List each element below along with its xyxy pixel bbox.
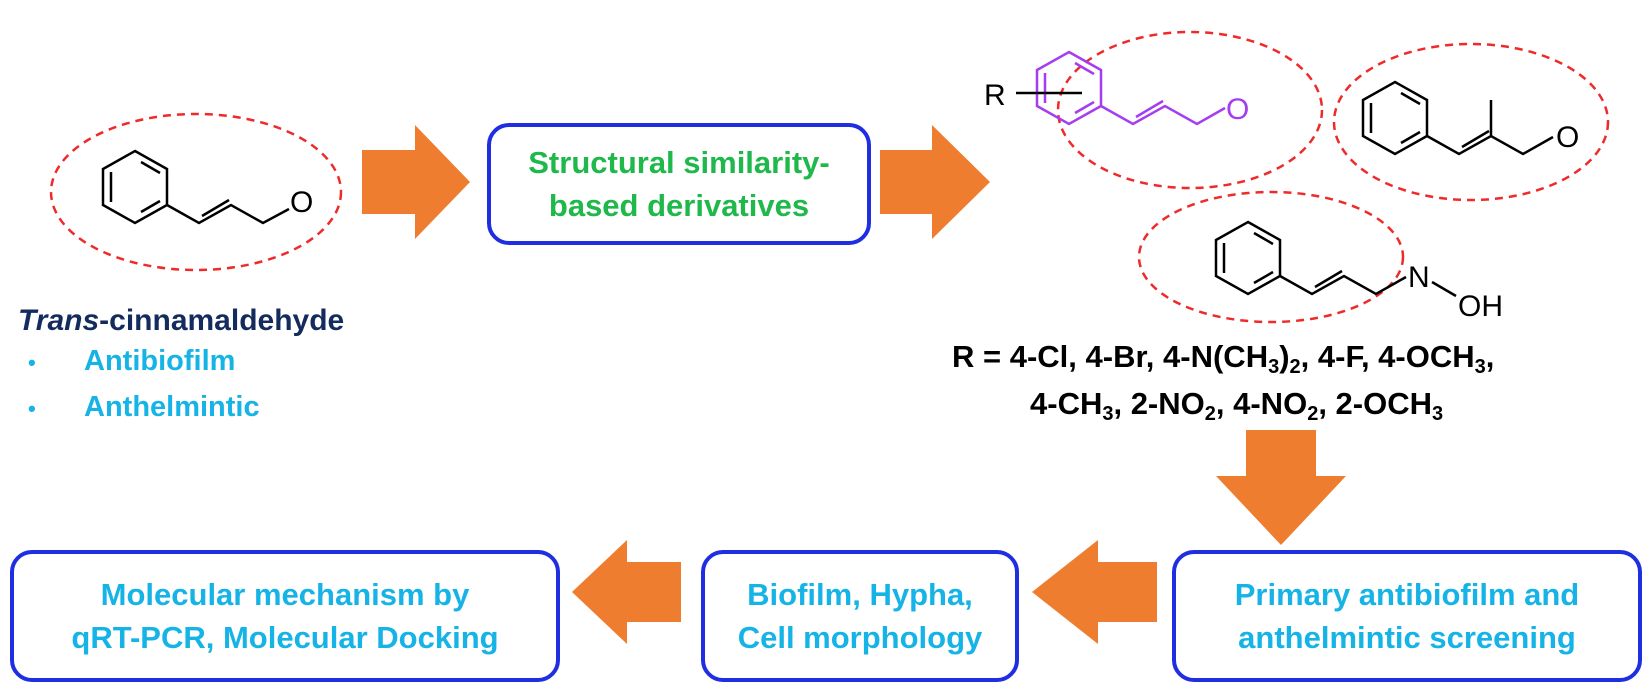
compound-title: Trans-cinnamaldehyde	[18, 304, 344, 338]
substituent-text: , 4-NO	[1215, 386, 1308, 421]
ellipse-derivative-oxime	[1137, 190, 1405, 324]
subscript: 3	[1268, 356, 1280, 378]
arrow-down	[1216, 430, 1346, 545]
molecule-substituted-derivative	[1016, 50, 1226, 126]
oxygen-label: O	[1556, 121, 1579, 154]
subscript: 2	[1307, 403, 1319, 425]
box-line: Biofilm, Hypha,	[747, 577, 973, 612]
box-line: based derivatives	[548, 188, 810, 223]
substituent-text: 4-CH	[1030, 386, 1103, 421]
activity-label: Anthelmintic	[84, 391, 260, 423]
box-line: qRT-PCR, Molecular Docking	[71, 620, 499, 655]
box-line: Primary antibiofilm and	[1234, 577, 1580, 612]
ellipse-cinnamaldehyde	[49, 112, 343, 272]
subscript: 2	[1289, 356, 1301, 378]
oxime-oh-label: OH	[1458, 290, 1503, 323]
substituent-text: , 2-OCH	[1318, 386, 1432, 421]
box-line: Cell morphology	[737, 620, 983, 655]
substituent-text: , 4-F, 4-OCH	[1300, 339, 1475, 374]
molecule-oxime-derivative	[1214, 220, 1457, 298]
morphology-box: Biofilm, Hypha, Cell morphology	[701, 550, 1019, 682]
substituent-text: )	[1279, 339, 1290, 374]
box-line: Molecular mechanism by	[100, 577, 470, 612]
substituent-list-line-2: 4-CH3, 2-NO2, 4-NO2, 2-OCH3	[1030, 386, 1444, 425]
ellipse-derivative-substituted	[1056, 30, 1324, 190]
list-item: • Antibiofilm	[28, 338, 260, 384]
substituent-text: ,	[1485, 339, 1495, 374]
arrow-left-2	[572, 540, 681, 644]
arrow-right-2	[880, 125, 990, 239]
substituent-r-label: R	[984, 79, 1006, 112]
subscript: 3	[1474, 356, 1486, 378]
substituent-text: , 2-NO	[1113, 386, 1205, 421]
substituent-text: R = 4-Cl, 4-Br, 4-N(CH	[952, 339, 1269, 374]
derivatives-box: Structural similarity- based derivatives	[487, 123, 871, 245]
ellipse-derivative-methyl	[1332, 42, 1610, 202]
oxime-n-label: N	[1408, 261, 1430, 294]
arrow-right-1	[362, 125, 470, 239]
activity-list: • Antibiofilm • Anthelmintic	[28, 338, 260, 430]
arrow-left-1	[1032, 540, 1157, 644]
oxygen-label: O	[1226, 93, 1249, 126]
compound-title-rest: -cinnamaldehyde	[99, 304, 345, 337]
molecule-cinnamaldehyde	[101, 149, 290, 225]
highlight-ellipses	[49, 30, 1610, 324]
substituent-list-line-1: R = 4-Cl, 4-Br, 4-N(CH3)2, 4-F, 4-OCH3,	[952, 339, 1495, 378]
flow-arrows	[362, 125, 1346, 644]
subscript: 2	[1204, 403, 1216, 425]
bullet-icon: •	[28, 396, 36, 421]
list-item: • Anthelmintic	[28, 384, 260, 430]
screening-box: Primary antibiofilm and anthelmintic scr…	[1172, 550, 1642, 682]
molecule-methyl-derivative	[1361, 80, 1554, 156]
box-line: Structural similarity-	[528, 145, 830, 180]
activity-label: Antibiofilm	[84, 345, 236, 377]
subscript: 3	[1432, 403, 1444, 425]
subscript: 3	[1102, 403, 1114, 425]
bullet-icon: •	[28, 350, 36, 375]
compound-title-italic: Trans	[18, 304, 100, 337]
box-line: anthelmintic screening	[1238, 620, 1576, 655]
mechanism-box: Molecular mechanism by qRT-PCR, Molecula…	[10, 550, 560, 682]
oxygen-label: O	[290, 186, 313, 219]
